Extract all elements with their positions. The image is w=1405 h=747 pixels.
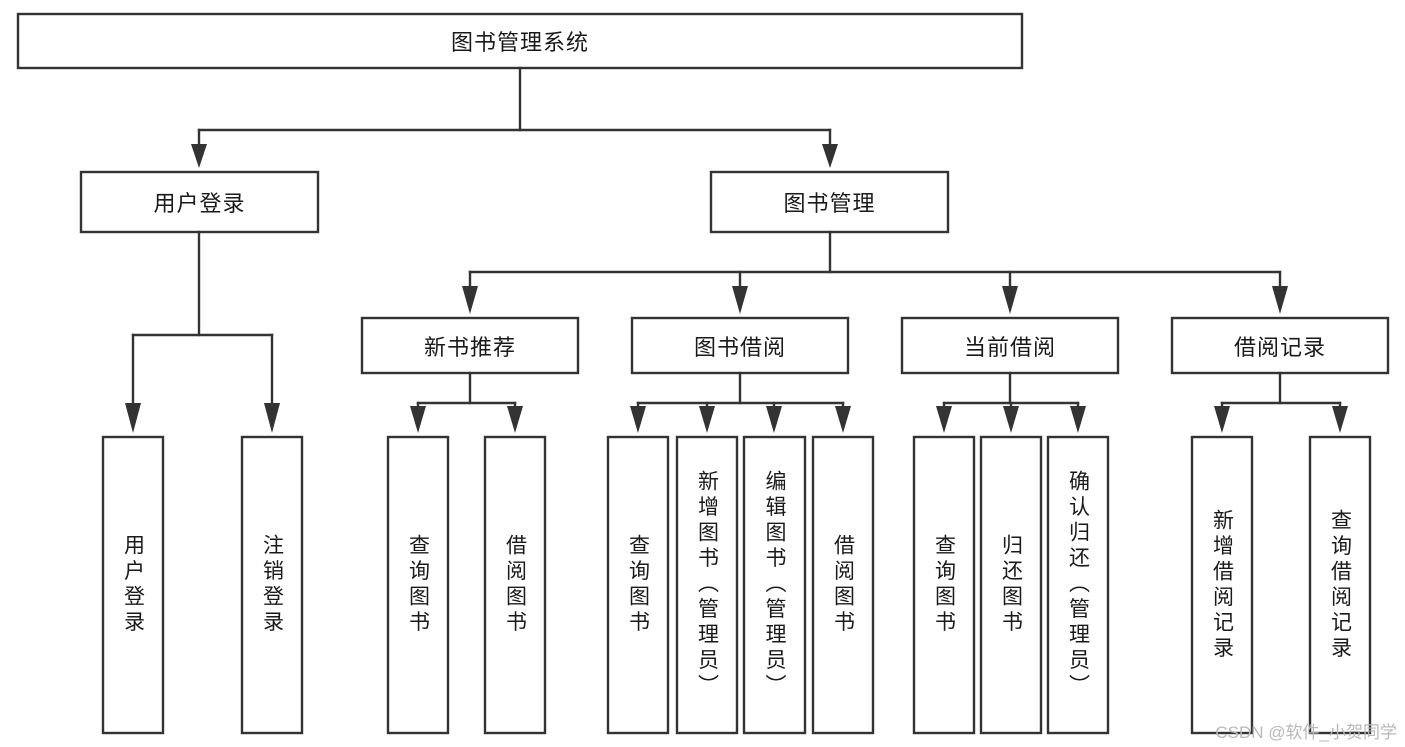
leaf-book-borrow-1[interactable] <box>606 435 670 735</box>
leaf-new-book-1[interactable] <box>386 435 450 735</box>
leaf-new-book-2[interactable] <box>483 435 547 735</box>
node-new-book-recommend[interactable] <box>360 316 580 375</box>
node-root[interactable] <box>16 12 1024 70</box>
arrow-current-borrow-leaf-2 <box>1003 406 1019 433</box>
node-book-manage[interactable] <box>709 170 950 234</box>
arrow-book-manage-to-current <box>1002 286 1018 314</box>
node-book-borrow[interactable] <box>630 316 850 375</box>
leaf-book-borrow-4[interactable] <box>811 435 875 735</box>
leaf-borrow-record-1[interactable] <box>1190 435 1254 735</box>
leaf-book-borrow-2[interactable] <box>675 435 739 735</box>
arrow-book-manage-to-new-book <box>462 286 478 314</box>
arrow-current-borrow-leaf-1 <box>936 406 952 433</box>
arrow-root-to-user-login <box>191 144 207 168</box>
leaf-current-borrow-1[interactable] <box>912 435 976 735</box>
arrow-new-book-leaf-1 <box>410 406 426 433</box>
arrow-borrow-record-leaf-2 <box>1332 406 1348 433</box>
leaf-current-borrow-3[interactable] <box>1046 435 1110 735</box>
arrow-book-borrow-leaf-1 <box>630 406 646 433</box>
arrow-user-login-leaf-1 <box>125 403 141 433</box>
node-borrow-record[interactable] <box>1170 316 1390 375</box>
csdn-watermark: CSDN @软件_小贺同学 <box>1215 723 1397 742</box>
arrow-borrow-record-leaf-1 <box>1214 406 1230 433</box>
arrow-book-borrow-leaf-4 <box>835 406 851 433</box>
arrow-book-borrow-leaf-3 <box>766 406 782 433</box>
node-current-borrow[interactable] <box>900 316 1120 375</box>
arrow-book-borrow-leaf-2 <box>699 406 715 433</box>
arrow-user-login-leaf-2 <box>264 403 280 433</box>
arrow-root-to-book-manage <box>822 144 838 168</box>
arrow-book-manage-to-record <box>1272 286 1288 314</box>
leaf-user-login-1[interactable] <box>101 435 165 735</box>
leaf-user-login-2[interactable] <box>240 435 304 735</box>
leaf-book-borrow-3[interactable] <box>742 435 807 735</box>
node-user-login[interactable] <box>79 170 320 234</box>
leaf-current-borrow-2[interactable] <box>979 435 1043 735</box>
arrow-current-borrow-leaf-3 <box>1070 406 1086 433</box>
arrow-book-manage-to-borrow <box>732 286 748 314</box>
leaf-borrow-record-2[interactable] <box>1308 435 1372 735</box>
arrow-new-book-leaf-2 <box>507 406 523 433</box>
